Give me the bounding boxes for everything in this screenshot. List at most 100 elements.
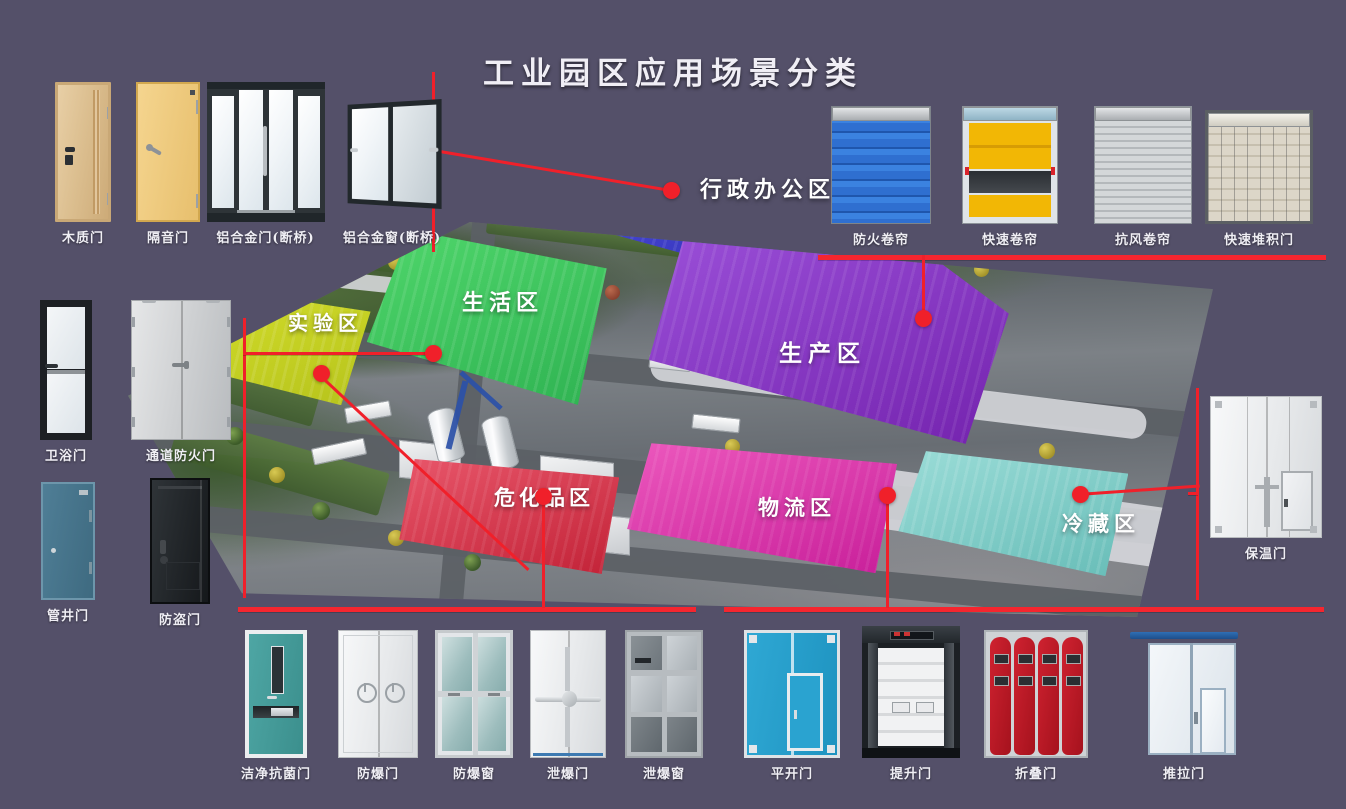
- folding-door-image: [984, 630, 1088, 758]
- product-clean-door[interactable]: 洁净抗菌门: [228, 630, 324, 782]
- map-zone-production[interactable]: [648, 233, 1009, 444]
- product-label: 防爆门: [356, 767, 399, 782]
- product-label: 管井门: [46, 609, 89, 624]
- map-tree: [279, 245, 297, 263]
- product-label: 平开门: [770, 767, 813, 782]
- zone-label-living: 生活区: [462, 290, 544, 316]
- zone-label-lab: 实验区: [288, 311, 363, 335]
- map-zone-cold[interactable]: [898, 451, 1129, 577]
- product-corridor-fire-door[interactable]: 通道防火门: [126, 300, 236, 464]
- product-bath-door[interactable]: 卫浴门: [20, 300, 112, 464]
- connector-line-bottom-right: [724, 607, 1324, 612]
- product-blast-window[interactable]: 防爆窗: [426, 630, 522, 782]
- connector-dot-cold: [1072, 486, 1089, 503]
- product-folding-door[interactable]: 折叠门: [978, 630, 1094, 782]
- map-tree: [225, 257, 241, 273]
- wind-shutter-image: [1094, 106, 1192, 224]
- product-aluminium-door[interactable]: 铝合金门(断桥): [203, 82, 328, 246]
- blast-door-image: [338, 630, 418, 758]
- fast-shutter-image: [962, 106, 1058, 224]
- product-label: 保温门: [1244, 547, 1287, 562]
- relief-door-image: [530, 630, 606, 758]
- connector-line-hazchem-vertical: [542, 493, 545, 608]
- product-label: 洁净抗菌门: [240, 767, 311, 782]
- map-tree: [312, 502, 331, 521]
- product-label: 推拉门: [1162, 767, 1205, 782]
- connector-dot-production: [915, 310, 932, 327]
- product-security-door[interactable]: 防盗门: [130, 478, 230, 628]
- corridor-fire-door-image: [131, 300, 231, 440]
- product-relief-window[interactable]: 泄爆窗: [616, 630, 712, 782]
- product-soundproof-door[interactable]: 隔音门: [118, 82, 218, 246]
- product-label: 折叠门: [1014, 767, 1057, 782]
- product-label: 铝合金门(断桥): [216, 231, 315, 246]
- product-fast-shutter[interactable]: 快速卷帘: [955, 106, 1065, 248]
- product-label: 泄爆门: [546, 767, 589, 782]
- connector-line-production-vertical: [922, 255, 925, 315]
- product-lift-door[interactable]: 提升门: [856, 626, 966, 782]
- map-tree: [1039, 443, 1056, 460]
- product-fast-stack-door[interactable]: 快速堆积门: [1200, 110, 1318, 248]
- swing-door-image: [744, 630, 840, 758]
- relief-window-image: [625, 630, 703, 758]
- product-shaft-door[interactable]: 管井门: [22, 482, 114, 624]
- page-title: 工业园区应用场景分类: [483, 56, 863, 92]
- product-sliding-door[interactable]: 推拉门: [1124, 626, 1244, 782]
- blast-window-image: [435, 630, 513, 758]
- zone-texture: [366, 229, 607, 405]
- lift-door-image: [862, 626, 960, 758]
- product-label: 卫浴门: [44, 449, 87, 464]
- map-tree: [464, 553, 482, 571]
- zone-label-cold: 冷藏区: [1062, 511, 1140, 536]
- map-zone-hazchem[interactable]: [399, 459, 620, 574]
- product-wood-door[interactable]: 木质门: [38, 82, 128, 246]
- bath-door-image: [40, 300, 92, 440]
- zone-label-production: 生产区: [779, 340, 866, 367]
- zone-texture: [399, 459, 620, 574]
- insulated-door-image: [1210, 396, 1322, 538]
- product-label: 防盗门: [158, 613, 201, 628]
- product-label: 抗风卷帘: [1114, 233, 1171, 248]
- product-label: 防爆窗: [452, 767, 495, 782]
- map-tree: [182, 249, 199, 266]
- product-fire-shutter[interactable]: 防火卷帘: [826, 106, 936, 248]
- product-label: 泄爆窗: [642, 767, 685, 782]
- product-swing-door[interactable]: 平开门: [740, 630, 844, 782]
- aluminium-door-image: [206, 82, 325, 222]
- map-tree: [334, 265, 350, 281]
- map-zone-logistics[interactable]: [627, 443, 898, 574]
- product-label: 通道防火门: [145, 449, 216, 464]
- zone-label-logistics: 物流区: [758, 495, 836, 520]
- security-door-image: [150, 478, 210, 604]
- connector-line-logistics-vertical: [886, 492, 889, 608]
- connector-line-left-branch: [243, 352, 433, 355]
- map-zone-living[interactable]: [366, 229, 607, 405]
- product-label: 铝合金窗(断桥): [342, 231, 442, 246]
- sliding-door-image: [1130, 626, 1238, 758]
- fire-shutter-image: [831, 106, 931, 224]
- product-blast-door[interactable]: 防爆门: [330, 630, 426, 782]
- product-label: 快速卷帘: [981, 233, 1038, 248]
- product-insulated-door[interactable]: 保温门: [1204, 396, 1328, 562]
- product-label: 木质门: [61, 231, 104, 246]
- wood-door-image: [55, 82, 111, 222]
- product-label: 防火卷帘: [852, 233, 909, 248]
- soundproof-door-image: [136, 82, 200, 222]
- connector-line-left-vertical: [243, 318, 246, 598]
- product-aluminium-window[interactable]: 铝合金窗(断桥): [330, 82, 454, 246]
- map-tree: [269, 466, 286, 483]
- product-relief-door[interactable]: 泄爆门: [520, 630, 616, 782]
- product-label: 快速堆积门: [1223, 233, 1294, 248]
- shutter-headbox: [832, 107, 930, 121]
- fast-stack-door-image: [1205, 110, 1313, 224]
- product-label: 提升门: [889, 767, 932, 782]
- connector-line-topright: [818, 255, 1326, 260]
- connector-line-right-branch: [1188, 492, 1198, 495]
- shaft-door-image: [41, 482, 95, 600]
- industrial-park-map: [128, 222, 1213, 617]
- clean-door-image: [245, 630, 307, 758]
- product-wind-shutter[interactable]: 抗风卷帘: [1088, 106, 1198, 248]
- connector-dot-logistics: [879, 487, 896, 504]
- map-tree: [605, 285, 621, 301]
